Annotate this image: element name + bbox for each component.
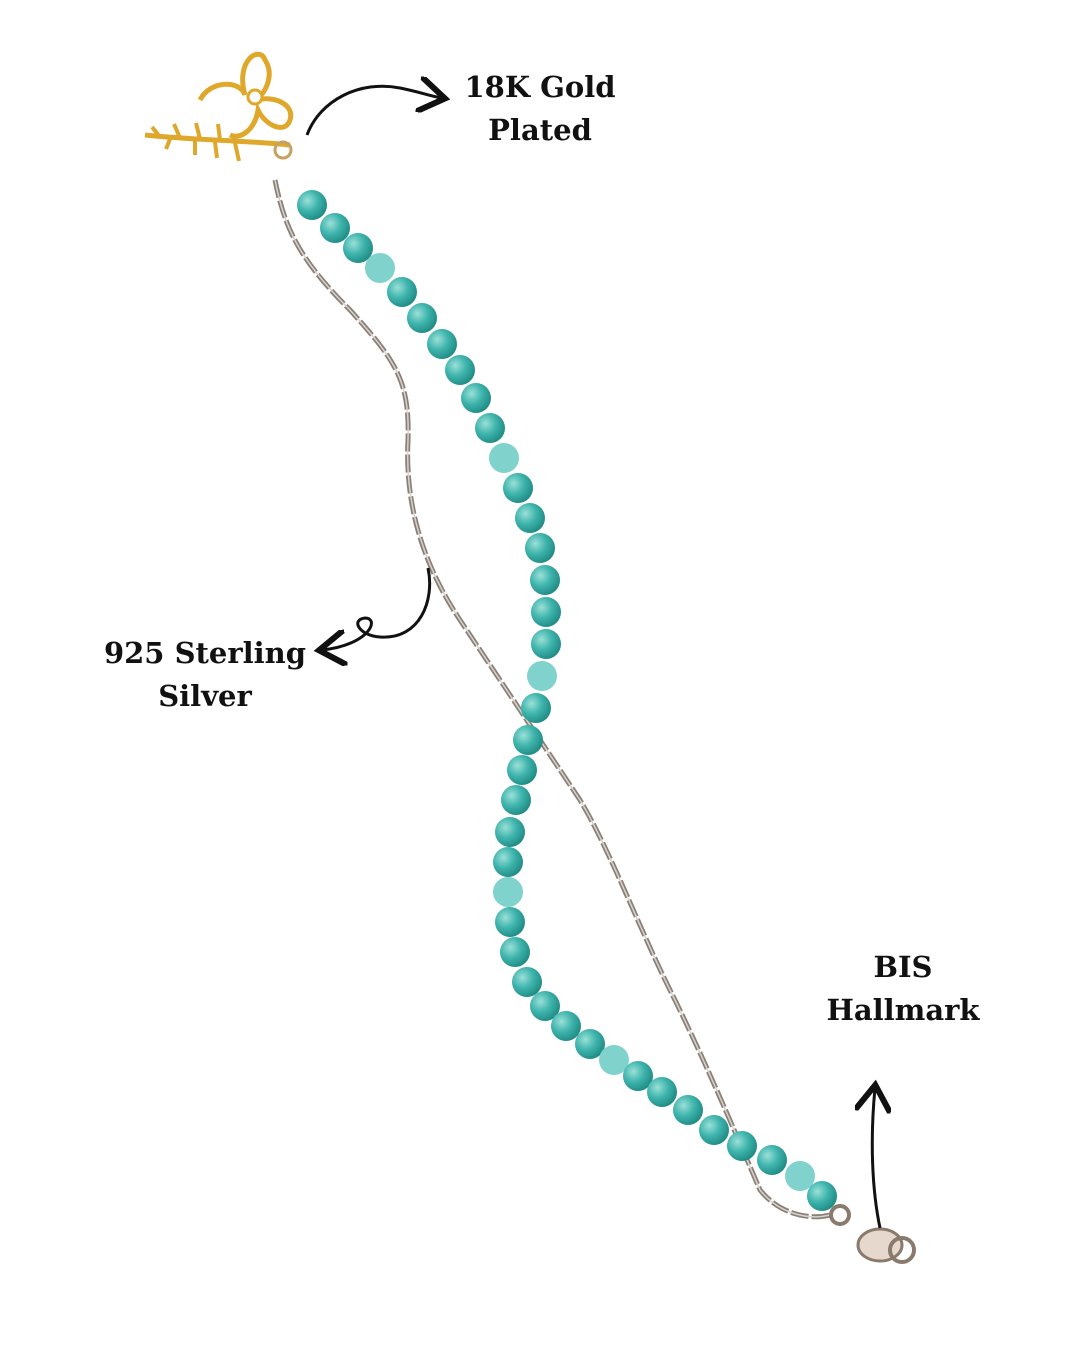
bead xyxy=(495,817,525,847)
bead xyxy=(495,907,525,937)
bead xyxy=(461,383,491,413)
bead xyxy=(527,661,557,691)
bead xyxy=(785,1161,815,1191)
turquoise-beads xyxy=(297,190,837,1211)
bead xyxy=(500,937,530,967)
bis-hallmark-label: BIS Hallmark xyxy=(803,946,1003,1032)
silver-chain-highlight xyxy=(274,179,831,1218)
bead xyxy=(699,1115,729,1145)
bead xyxy=(551,1011,581,1041)
bead xyxy=(493,877,523,907)
hallmark-label-line2: Hallmark xyxy=(826,993,980,1027)
bead xyxy=(489,443,519,473)
silver-chain xyxy=(272,179,831,1220)
bead xyxy=(513,725,543,755)
bead xyxy=(493,847,523,877)
bead xyxy=(575,1029,605,1059)
bead xyxy=(343,233,373,263)
bead xyxy=(501,785,531,815)
bead xyxy=(507,755,537,785)
bead xyxy=(525,533,555,563)
gold-plated-label: 18K Gold Plated xyxy=(440,66,640,152)
bead xyxy=(673,1095,703,1125)
bead xyxy=(427,329,457,359)
bead xyxy=(512,967,542,997)
bead xyxy=(475,413,505,443)
arrow-gold xyxy=(305,86,442,136)
sterling-silver-label: 925 Sterling Silver xyxy=(95,632,315,718)
bead xyxy=(647,1077,677,1107)
gold-charm xyxy=(144,51,294,162)
bead xyxy=(407,303,437,333)
bead xyxy=(320,213,350,243)
bead xyxy=(599,1045,629,1075)
hallmark-label-line1: BIS xyxy=(873,950,933,984)
lobster-clasp xyxy=(829,1204,916,1264)
arrow-hallmark xyxy=(872,1088,880,1229)
bead xyxy=(623,1061,653,1091)
bead xyxy=(530,565,560,595)
bead xyxy=(445,355,475,385)
bead xyxy=(515,503,545,533)
bead xyxy=(503,473,533,503)
arrow-silver xyxy=(322,567,432,650)
bead xyxy=(531,597,561,627)
bead xyxy=(727,1131,757,1161)
bead xyxy=(757,1145,787,1175)
gold-label-line2: Plated xyxy=(488,113,592,147)
bead xyxy=(521,693,551,723)
bead xyxy=(531,629,561,659)
gold-label-line1: 18K Gold xyxy=(464,70,616,104)
bead xyxy=(807,1181,837,1211)
bead xyxy=(297,190,327,220)
bead xyxy=(387,277,417,307)
bead xyxy=(530,991,560,1021)
bead xyxy=(365,253,395,283)
silver-label-line1: 925 Sterling xyxy=(103,636,307,670)
silver-label-line2: Silver xyxy=(158,679,252,713)
